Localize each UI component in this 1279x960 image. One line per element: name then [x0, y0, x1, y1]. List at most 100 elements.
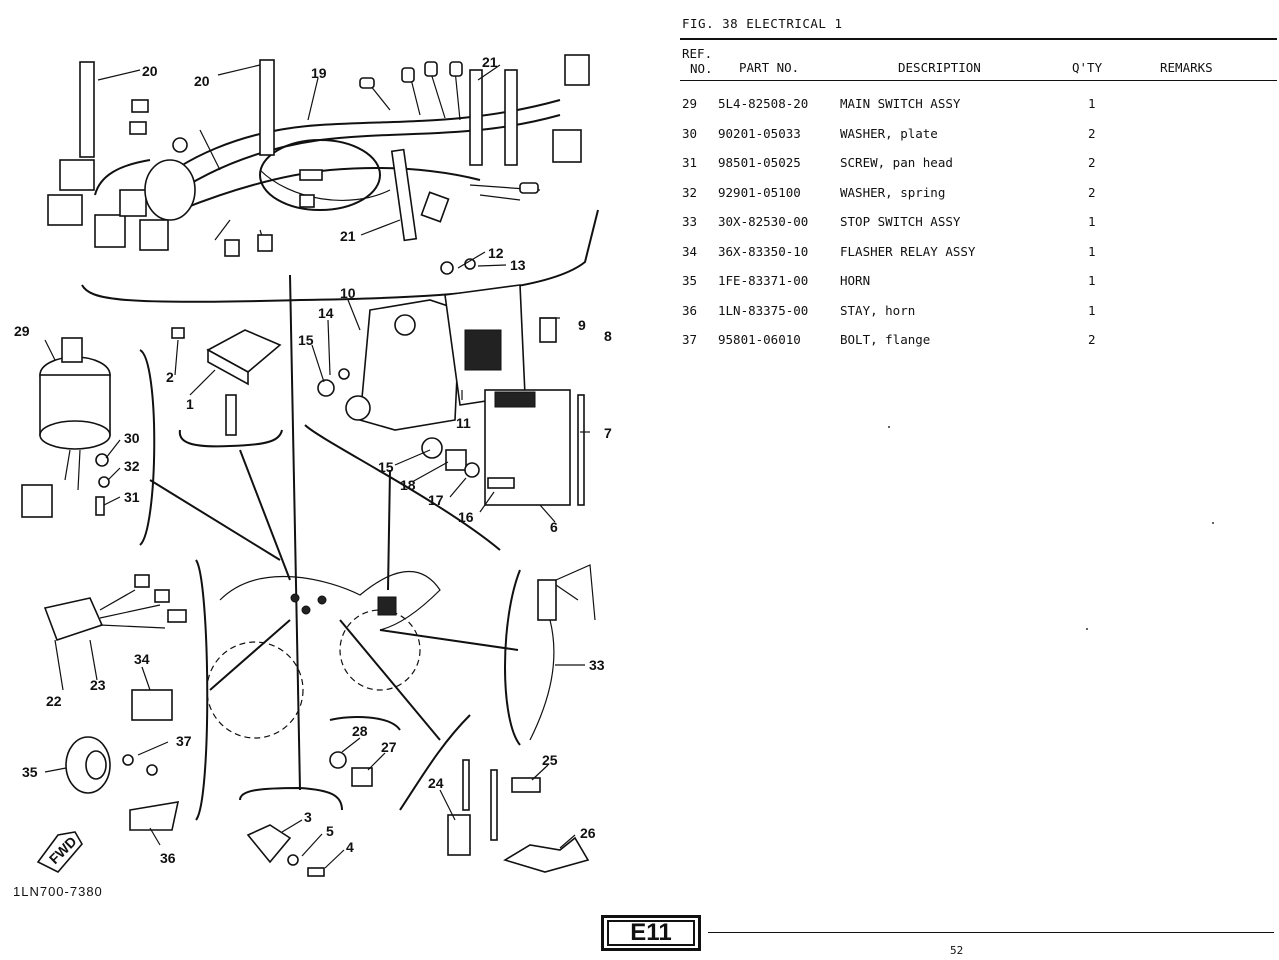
quantity-cell: 2 [1088, 125, 1096, 141]
callout-26: 26 [580, 825, 596, 841]
callout-16: 16 [458, 509, 474, 525]
part-number-cell: 92901-05100 [718, 184, 801, 200]
callout-29: 29 [14, 323, 30, 339]
ref-cell: 31 [682, 155, 698, 170]
callout-37: 37 [176, 733, 192, 749]
footer-rule [708, 932, 1274, 933]
callout-36: 36 [160, 850, 176, 866]
callout-14: 14 [318, 305, 334, 321]
scan-speck [1212, 522, 1214, 524]
ref-cell: 29 [682, 96, 698, 111]
part-number-cell: 1FE-83371-00 [718, 273, 809, 288]
fwd-arrow-icon: FWD [36, 831, 83, 873]
description-cell: BOLT, flange [840, 332, 931, 347]
description-cell: MAIN SWITCH ASSY [840, 96, 961, 111]
callout-6: 6 [550, 519, 558, 535]
quantity-cell: 2 [1088, 184, 1096, 200]
ref-cell: 30 [682, 125, 698, 141]
callout-25: 25 [542, 752, 558, 768]
callout-2: 2 [166, 369, 174, 385]
table-header: REF. NO. PART NO. DESCRIPTION Q'TY REMAR… [672, 44, 1279, 82]
ref-cell: 35 [682, 273, 698, 288]
header-remarks: REMARKS [1160, 60, 1213, 75]
table-row: 36 1LN-83375-00 STAY, horn 1 [672, 303, 1279, 329]
part-number-cell: 90201-05033 [718, 125, 801, 141]
exploded-parts-diagram: FWD 20 20 19 21 21 12 13 10 14 15 9 8 7 … [14, 54, 612, 877]
callout-28: 28 [352, 723, 368, 739]
header-part-no: PART NO. [739, 60, 800, 75]
callout-15a: 15 [298, 332, 314, 348]
page-number: 52 [950, 944, 964, 957]
callout-8: 8 [604, 328, 612, 344]
callout-32: 32 [124, 458, 140, 474]
header-qty: Q'TY [1072, 60, 1103, 75]
scan-speck [1086, 628, 1088, 630]
horn-illustration [65, 736, 180, 831]
description-cell: WASHER, plate [840, 125, 938, 141]
callout-24: 24 [428, 775, 444, 791]
callout-19: 19 [311, 65, 327, 81]
callout-30: 30 [124, 430, 140, 446]
callout-21a: 21 [482, 54, 498, 70]
table-row: 29 5L4-82508-20 MAIN SWITCH ASSY 1 [672, 96, 1279, 122]
ref-cell: 32 [682, 184, 698, 200]
ref-cell: 36 [682, 302, 698, 318]
description-cell: SCREW, pan head [840, 155, 953, 170]
bottom-fasteners-illustration [239, 714, 590, 877]
quantity-cell: 1 [1088, 214, 1096, 229]
callout-18: 18 [400, 477, 416, 493]
description-cell: STAY, horn [840, 302, 916, 318]
description-cell: WASHER, spring [840, 184, 946, 200]
ref-cell: 33 [682, 214, 698, 229]
callout-15b: 15 [378, 459, 394, 475]
part-number-cell: 1LN-83375-00 [718, 302, 809, 318]
callout-34: 34 [134, 651, 150, 667]
ref-cell: 34 [682, 243, 698, 259]
quantity-cell: 1 [1088, 96, 1096, 111]
description-cell: STOP SWITCH ASSY [840, 214, 961, 229]
parts-catalog: FIG. 38 ELECTRICAL 1 REF. NO. PART NO. D… [672, 0, 1279, 900]
table-row: 32 92901-05100 WASHER, spring 2 [672, 185, 1279, 211]
table-row: 35 1FE-83371-00 HORN 1 [672, 273, 1279, 299]
drawing-code: 1LN700-7380 [13, 884, 103, 899]
callout-3: 3 [304, 809, 312, 825]
title-rule [680, 38, 1277, 40]
ref-cell: 37 [682, 332, 698, 347]
quantity-cell: 1 [1088, 273, 1096, 288]
figure-title: FIG. 38 ELECTRICAL 1 [682, 16, 843, 31]
part-number-cell: 36X-83350-10 [718, 243, 809, 259]
quantity-cell: 2 [1088, 155, 1096, 170]
header-ref-line1: REF. [682, 46, 713, 61]
part-number-cell: 5L4-82508-20 [718, 96, 809, 111]
callout-20a: 20 [142, 63, 158, 79]
table-row: 30 90201-05033 WASHER, plate 2 [672, 126, 1279, 152]
callout-33: 33 [589, 657, 605, 673]
flasher-relay-illustration [43, 559, 209, 821]
battery-box-illustration [304, 258, 585, 551]
callout-5: 5 [326, 823, 334, 839]
callout-9: 9 [578, 317, 586, 333]
callout-27: 27 [381, 739, 397, 755]
motorcycle-outline [206, 570, 441, 739]
header-ref-line2: NO. [690, 61, 713, 76]
quantity-cell: 1 [1088, 302, 1096, 318]
header-description: DESCRIPTION [898, 60, 981, 75]
callout-35: 35 [22, 764, 38, 780]
callout-20b: 20 [194, 73, 210, 89]
section-badge: E11 [601, 915, 701, 951]
scan-speck [888, 426, 890, 428]
callout-13: 13 [510, 257, 526, 273]
callout-10: 10 [340, 285, 356, 301]
relay-part-illustration [171, 327, 283, 448]
part-number-cell: 95801-06010 [718, 332, 801, 347]
header-rule [680, 80, 1277, 81]
description-cell: HORN [840, 273, 871, 288]
wire-harness-illustration [47, 54, 590, 257]
callout-23: 23 [90, 677, 106, 693]
main-switch-illustration [21, 337, 156, 546]
callout-1: 1 [186, 396, 194, 412]
callout-31: 31 [124, 489, 140, 505]
